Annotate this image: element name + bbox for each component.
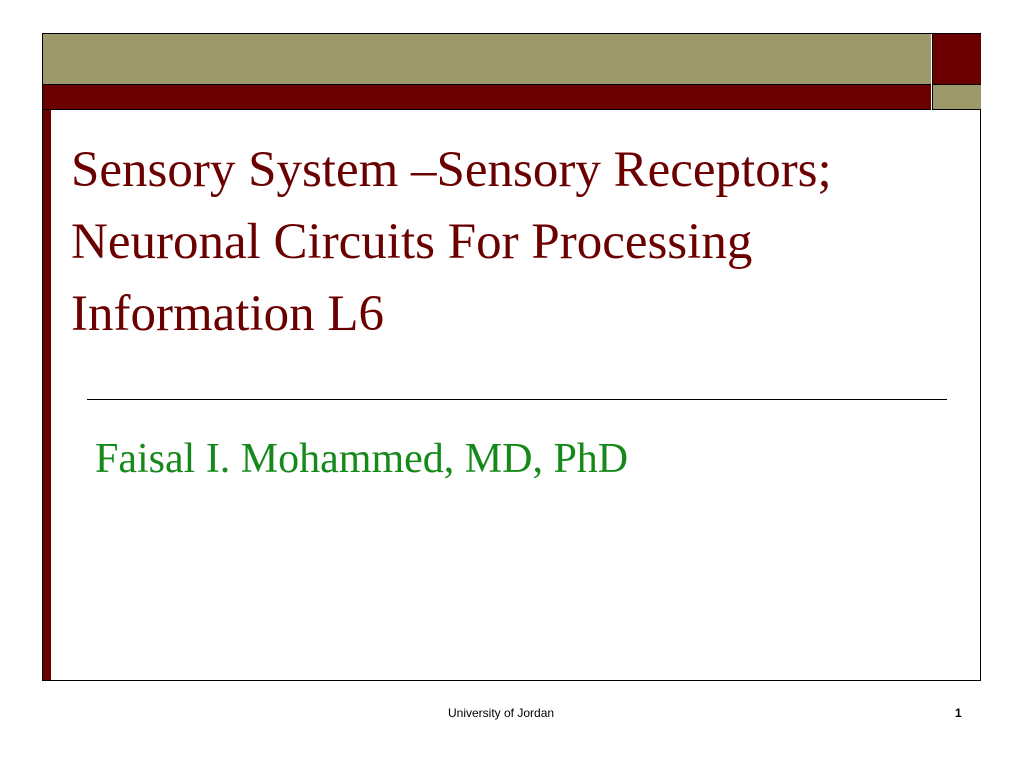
- footer-text: University of Jordan: [448, 706, 555, 720]
- header-olive-band: [43, 34, 931, 85]
- divider-line: [87, 399, 947, 400]
- slide-title: Sensory System –Sensory Receptors; Neuro…: [71, 142, 832, 342]
- header-olive-square: [932, 85, 981, 110]
- left-accent-bar: [43, 110, 51, 680]
- slide-subtitle: Faisal I. Mohammed, MD, PhD: [95, 436, 629, 482]
- header-maroon-square: [932, 34, 981, 85]
- slide-frame: [42, 33, 981, 681]
- header-maroon-band: [43, 85, 931, 110]
- page-number: 1: [955, 706, 962, 720]
